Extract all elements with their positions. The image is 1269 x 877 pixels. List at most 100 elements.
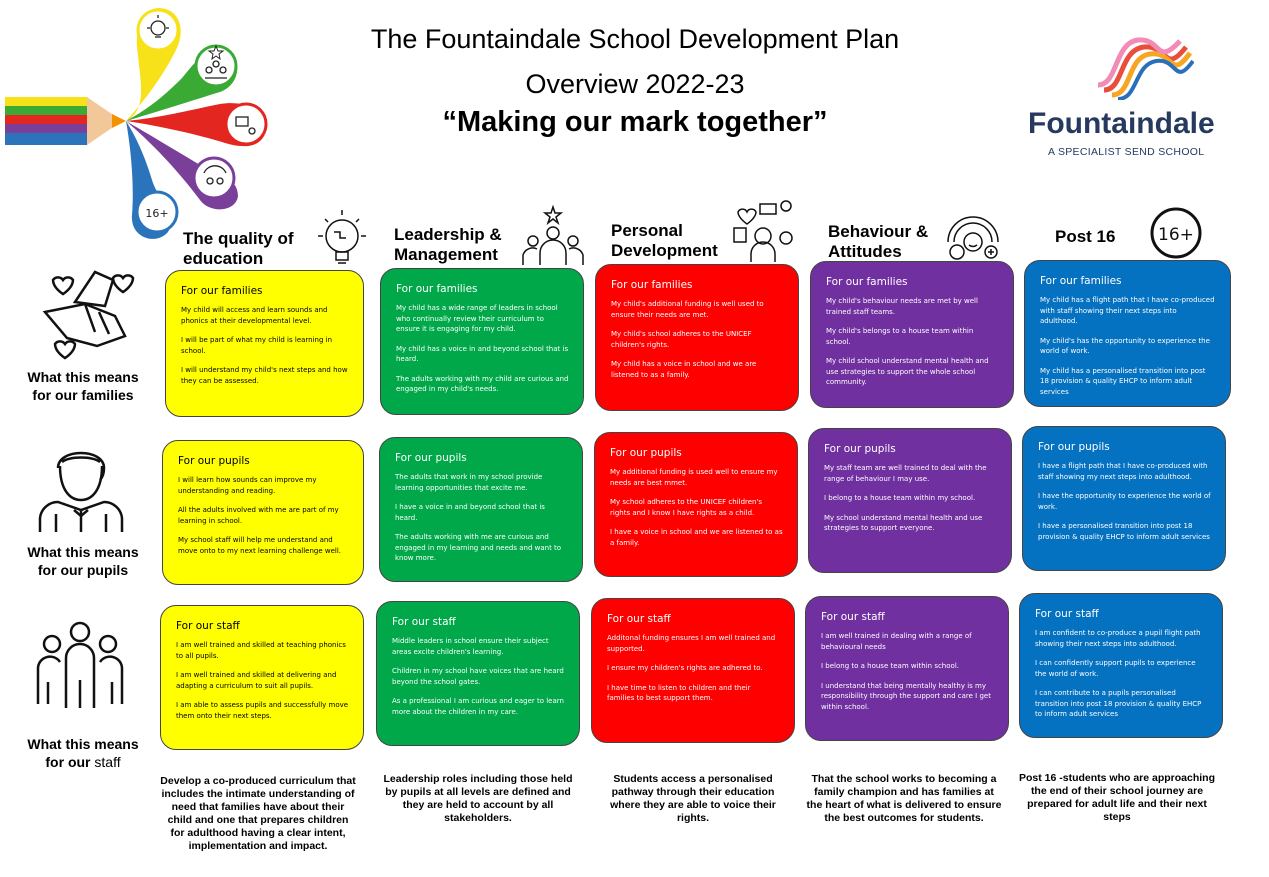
card-item: My child has a voice in school and we ar… [611, 360, 757, 379]
staff-group-icon [36, 621, 124, 708]
card-item: My staff team are well trained to deal w… [824, 464, 987, 483]
personal-development-icon [733, 200, 793, 262]
post16-badge: 16+ [1158, 225, 1194, 245]
card-heading: For our families [611, 279, 693, 291]
card-item: My child has a wide range of leaders in … [396, 304, 558, 333]
card-item: The adults working with me are curious a… [395, 533, 562, 562]
row-label-staff-line2-normal: staff [90, 754, 121, 770]
behaviour-dial-icon [947, 216, 999, 260]
card-item: I have a flight path that I have co-prod… [1038, 462, 1208, 481]
card-item: My child's additional funding is well us… [611, 300, 764, 319]
card-staff-post16: For our staff I am confident to co-produ… [1019, 593, 1223, 738]
card-item: Middle leaders in school ensure their su… [392, 637, 549, 656]
page-title: The Fountaindale School Development Plan [370, 24, 900, 54]
card-item: I am able to assess pupils and successfu… [176, 701, 349, 720]
summary-leadership: Leadership roles including those held by… [383, 773, 573, 824]
card-heading: For our pupils [178, 455, 250, 467]
card-item: I have time to listen to children and th… [607, 683, 751, 703]
pencil-icon [5, 97, 126, 145]
card-families-behaviour: For our families My child's behaviour ne… [810, 261, 1014, 408]
row-label-staff-line2-bold: for our [45, 754, 91, 770]
card-item: My child has a voice in and beyond schoo… [396, 344, 569, 364]
card-item: I can contribute to a pupils personalise… [1035, 689, 1202, 718]
card-item: I understand that being mentally healthy… [821, 681, 991, 711]
card-item: My child has a personalised transition i… [1040, 366, 1206, 396]
card-heading: For our families [396, 283, 478, 295]
column-heading-personal: Personal Development [611, 221, 718, 260]
card-heading: For our families [826, 276, 908, 288]
card-item: I ensure my children's rights are adhere… [607, 664, 763, 672]
card-item: I belong to a house team within my schoo… [824, 494, 976, 502]
row-label-families-line2: for our families [32, 387, 134, 403]
summary-post16: Post 16 -students who are approaching th… [1018, 772, 1216, 823]
column-heading-post16: Post 16 [1055, 227, 1116, 246]
card-item: I will be part of what my child is learn… [181, 336, 333, 355]
card-staff-quality: For our staff I am well trained and skil… [160, 605, 364, 750]
row-label-families-line1: What this means [27, 369, 139, 385]
card-heading: For our staff [1035, 608, 1099, 620]
lightbulb-icon [318, 210, 366, 264]
card-item: All the adults involved with me are part… [178, 506, 339, 525]
row-label-pupils-line2: for our pupils [37, 562, 129, 578]
motto: “Making our mark together” [442, 106, 828, 138]
summary-quality: Develop a co-produced curriculum that in… [160, 775, 356, 852]
card-item: My child's school adheres to the UNICEF … [611, 330, 752, 349]
card-item: My child's has the opportunity to experi… [1040, 336, 1210, 356]
card-item: I can confidently support pupils to expe… [1035, 659, 1196, 678]
card-item: I have a voice in and beyond school that… [395, 503, 545, 522]
card-heading: For our families [181, 285, 263, 297]
card-item: I will understand my child's next steps … [181, 366, 348, 385]
card-heading: For our staff [821, 611, 885, 623]
card-item: I am well trained and skilled at teachin… [176, 641, 346, 660]
school-logo: Fountaindale A SPECIALIST SEND SCHOOL [1026, 35, 1236, 165]
card-item: The adults working with my child are cur… [396, 374, 569, 394]
card-item: The adults that work in my school provid… [395, 473, 543, 492]
card-families-post16: For our families My child has a flight p… [1024, 260, 1231, 407]
card-heading: For our pupils [610, 447, 682, 459]
card-item: I will learn how sounds can improve my u… [178, 476, 317, 495]
team-leader-icon [522, 205, 584, 265]
card-item: My child's behaviour needs are met by we… [826, 297, 978, 316]
logo-name: Fountaindale [1028, 107, 1215, 140]
sixteen-plus-icon: 16+ [1150, 207, 1202, 259]
card-pupils-quality: For our pupils I will learn how sounds c… [162, 440, 364, 585]
summary-personal: Students access a personalised pathway t… [610, 773, 776, 824]
card-item: My school understand mental health and u… [824, 513, 983, 533]
card-item: Children in my school have voices that a… [392, 667, 564, 686]
card-families-leadership: For our families My child has a wide ran… [380, 268, 584, 415]
pupil-icon [38, 451, 124, 532]
row-label-pupils-line1: What this means [27, 544, 139, 560]
card-item: My child will access and learn sounds an… [181, 306, 328, 325]
card-heading: For our pupils [824, 443, 896, 455]
card-heading: For our staff [607, 613, 671, 625]
column-heading-quality: The quality of education [183, 229, 294, 268]
card-pupils-leadership: For our pupils The adults that work in m… [379, 437, 583, 582]
card-item: I am confident to co-produce a pupil fli… [1035, 629, 1201, 648]
card-item: I am well trained in dealing with a rang… [821, 632, 972, 651]
pencil-badge: 16+ [145, 207, 168, 220]
row-label-staff-line1: What this means [27, 736, 139, 752]
logo-tagline: A SPECIALIST SEND SCHOOL [1048, 146, 1205, 158]
card-staff-personal: For our staff Additonal funding ensures … [591, 598, 795, 743]
card-item: My school adheres to the UNICEF children… [610, 498, 763, 517]
logo-swirl-icon [1097, 37, 1194, 100]
card-staff-leadership: For our staff Middle leaders in school e… [376, 601, 580, 746]
card-item: I belong to a house team within school. [821, 662, 959, 670]
card-pupils-behaviour: For our pupils My staff team are well tr… [808, 428, 1012, 573]
card-item: My child has a flight path that I have c… [1040, 296, 1215, 325]
card-item: My child's belongs to a house team withi… [826, 327, 974, 346]
card-staff-behaviour: For our staff I am well trained in deali… [805, 596, 1009, 741]
pencil-petal-graphic: 16+ [5, 8, 268, 239]
card-item: I have a voice in school and we are list… [610, 528, 783, 547]
card-item: I have a personalised transition into po… [1038, 522, 1210, 541]
card-heading: For our pupils [395, 452, 467, 464]
card-heading: For our staff [392, 616, 456, 628]
page-subtitle: Overview 2022-23 [525, 69, 745, 99]
card-item: As a professional I am curious and eager… [392, 697, 564, 716]
column-heading-behaviour: Behaviour & Attitudes [828, 222, 929, 261]
row-label-staff-line2: for our staff [8, 753, 158, 771]
card-pupils-post16: For our pupils I have a flight path that… [1022, 426, 1226, 571]
row-label-families: What this means for our families [8, 368, 158, 404]
card-pupils-personal: For our pupils My additional funding is … [594, 432, 798, 577]
card-item: My additional funding is used well to en… [610, 468, 778, 487]
